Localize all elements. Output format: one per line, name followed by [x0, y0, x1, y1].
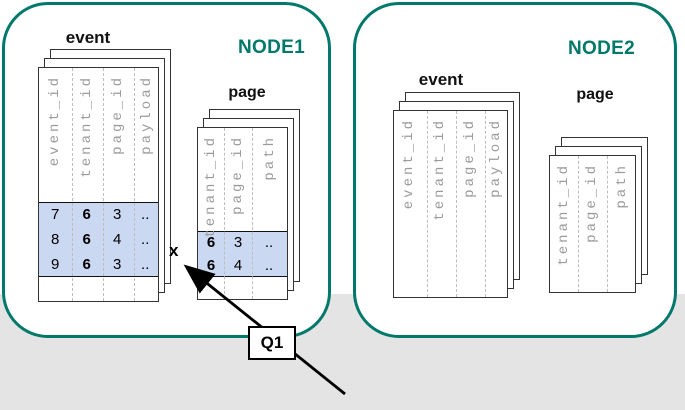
cell: 8 — [51, 231, 60, 248]
cell: 6 — [82, 206, 91, 223]
column-divider — [485, 111, 486, 297]
join-marker: x — [169, 241, 179, 260]
column-header: page_id — [462, 118, 478, 198]
cell: 3 — [233, 234, 243, 251]
column-divider — [607, 156, 608, 292]
node2-label: NODE2 — [568, 38, 635, 59]
cell: 3 — [113, 206, 122, 223]
column-header: tenant_id — [79, 75, 95, 178]
node1-page-title: page — [228, 84, 266, 101]
table-row: 8 6 4 .. — [39, 227, 158, 252]
column-divider — [134, 68, 135, 301]
table-row: 6 3 .. — [198, 231, 287, 254]
cell: .. — [141, 206, 150, 223]
column-divider — [578, 156, 579, 292]
cell: 3 — [113, 256, 122, 273]
column-divider — [427, 111, 428, 297]
column-header: page_id — [110, 75, 126, 155]
node2-event-title: event — [418, 70, 464, 89]
cell: .. — [264, 234, 274, 251]
column-header: payload — [139, 75, 155, 155]
cell: 4 — [233, 257, 243, 274]
cell: 6 — [206, 234, 216, 251]
cell: 7 — [51, 206, 60, 223]
column-header: event_id — [47, 75, 63, 167]
table-row: 6 4 .. — [198, 254, 287, 277]
column-divider — [103, 68, 104, 301]
table-sheet: event_id tenant_id page_id payload — [393, 110, 508, 298]
table-row: 9 6 3 .. — [39, 252, 158, 277]
cell: .. — [141, 256, 150, 273]
query-label: Q1 — [248, 326, 296, 360]
column-header: tenant_id — [432, 118, 448, 221]
column-header: page_id — [584, 163, 600, 243]
cell: 9 — [51, 256, 60, 273]
table-row: 7 6 3 .. — [39, 202, 158, 227]
column-header: page_id — [230, 135, 246, 215]
column-header: tenant_id — [203, 135, 219, 238]
node2-page-title: page — [576, 86, 614, 103]
column-header: payload — [488, 118, 504, 198]
column-header: tenant_id — [556, 163, 572, 266]
table-sheet: event_id tenant_id page_id payload 7 6 3… — [38, 67, 159, 302]
column-header: path — [614, 163, 630, 209]
cell: .. — [141, 231, 150, 248]
cell: 6 — [82, 256, 91, 273]
node1-label: NODE1 — [238, 37, 305, 58]
column-divider — [456, 111, 457, 297]
cell: 6 — [82, 231, 91, 248]
table-sheet: tenant_id page_id path 6 3 .. 6 4 .. — [197, 127, 288, 300]
table-sheet: tenant_id page_id path — [549, 155, 636, 293]
column-divider — [224, 128, 225, 299]
column-header: event_id — [401, 118, 417, 210]
column-divider — [252, 128, 253, 299]
node1-event-title: event — [65, 28, 111, 47]
column-divider — [72, 68, 73, 301]
highlight-band — [39, 202, 158, 277]
row-group: 6 3 .. 6 4 .. — [198, 231, 287, 277]
column-header: path — [262, 135, 278, 181]
cell: .. — [264, 257, 274, 274]
row-group: 7 6 3 .. 8 6 4 .. 9 6 3 .. — [39, 202, 158, 277]
cell: 4 — [113, 231, 122, 248]
cell: 6 — [206, 257, 216, 274]
